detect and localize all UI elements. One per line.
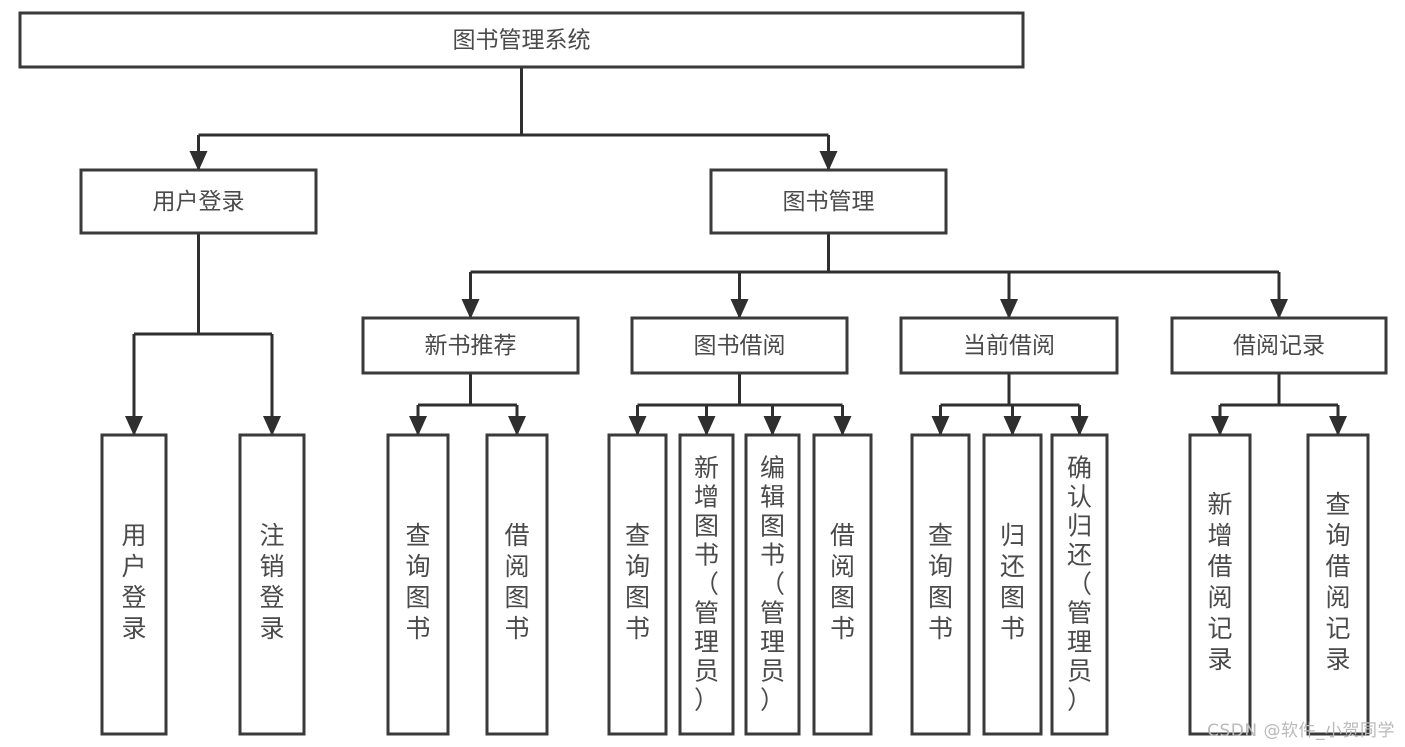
node-box: [361, 316, 580, 375]
node-label: 当前借阅: [963, 333, 1055, 359]
arrow-head-icon: [1003, 416, 1022, 436]
arrow-head-icon: [508, 416, 526, 436]
node-layer: 图书管理系统用户登录图书管理新书推荐图书借阅当前借阅借阅记录用户登录注销登录查询…: [18, 11, 1388, 736]
arrow-head-icon: [833, 416, 852, 436]
node-leaf-归还图书[interactable]: 归还图书: [982, 433, 1043, 736]
node-label: 注销登录: [259, 521, 284, 643]
node-box: [1306, 433, 1370, 736]
node-level2-图书借阅[interactable]: 图书借阅: [630, 316, 849, 375]
node-leaf-查询图书[interactable]: 查询图书: [910, 433, 971, 736]
node-label: 用户登录: [153, 189, 245, 215]
node-box: [1050, 433, 1109, 736]
node-leaf-新增借阅记录[interactable]: 新增借阅记录: [1188, 433, 1252, 736]
arrow-head-icon: [1211, 416, 1229, 436]
arrow-head-icon: [1070, 416, 1089, 436]
node-label: 查询借阅记录: [1325, 490, 1350, 674]
node-box: [709, 168, 948, 235]
node-label: 图书管理系统: [453, 28, 591, 54]
arrow-head-icon: [763, 416, 782, 436]
node-level2-借阅记录[interactable]: 借阅记录: [1170, 316, 1388, 375]
node-leaf-注销登录[interactable]: 注销登录: [238, 433, 306, 736]
node-box: [238, 433, 306, 736]
node-leaf-查询借阅记录[interactable]: 查询借阅记录: [1306, 433, 1370, 736]
node-label: 图书管理: [783, 189, 875, 215]
node-label: 新书推荐: [425, 333, 517, 359]
node-box: [744, 433, 801, 736]
connector-group-user-login: [125, 233, 281, 436]
node-leaf-确认归还管理员[interactable]: 确认归还（管理员）: [1050, 433, 1109, 736]
node-leaf-新增图书管理员[interactable]: 新增图书（管理员）: [678, 433, 735, 736]
node-label: 用户登录: [121, 521, 146, 643]
node-label: 借阅图书: [830, 521, 855, 643]
arrow-head-icon: [461, 299, 480, 319]
node-label: 借阅记录: [1233, 333, 1325, 359]
node-box: [485, 433, 549, 736]
node-box: [100, 433, 168, 736]
node-leaf-借阅图书[interactable]: 借阅图书: [485, 433, 549, 736]
arrow-head-icon: [125, 416, 143, 436]
node-label: 图书借阅: [694, 333, 786, 359]
node-leaf-借阅图书[interactable]: 借阅图书: [812, 433, 873, 736]
arrow-head-icon: [697, 416, 716, 436]
node-box: [899, 316, 1119, 375]
connector-group-当前借阅: [931, 373, 1089, 436]
node-box: [812, 433, 873, 736]
node-box: [79, 168, 318, 235]
node-box: [678, 433, 735, 736]
node-label: 确认归还（管理员）: [1067, 454, 1092, 715]
arrow-head-icon: [1270, 299, 1288, 319]
node-label: 归还图书: [1000, 521, 1025, 643]
node-label: 查询图书: [625, 521, 650, 643]
node-box: [630, 316, 849, 375]
connector-group-借阅记录: [1211, 373, 1347, 436]
arrow-head-icon: [189, 151, 208, 171]
node-leaf-查询图书[interactable]: 查询图书: [386, 433, 450, 736]
connector-layer: [125, 67, 1347, 436]
connector-group-新书推荐: [409, 373, 526, 436]
connector-group-root: [189, 67, 838, 171]
arrow-head-icon: [1000, 299, 1018, 319]
node-label: 查询图书: [928, 521, 953, 643]
node-level2-新书推荐[interactable]: 新书推荐: [361, 316, 580, 375]
arrow-head-icon: [819, 151, 838, 171]
node-leaf-用户登录[interactable]: 用户登录: [100, 433, 168, 736]
node-box: [386, 433, 450, 736]
csdn-watermark: CSDN @软件_小贺同学: [1207, 721, 1395, 741]
node-box: [18, 11, 1025, 69]
node-level1-图书管理[interactable]: 图书管理: [709, 168, 948, 235]
node-leaf-查询图书[interactable]: 查询图书: [607, 433, 668, 736]
node-box: [982, 433, 1043, 736]
arrow-head-icon: [409, 416, 427, 436]
connector-group-book-management: [461, 233, 1288, 319]
arrow-head-icon: [931, 416, 950, 436]
arrow-head-icon: [628, 416, 647, 436]
node-box: [1188, 433, 1252, 736]
node-leaf-编辑图书管理员[interactable]: 编辑图书（管理员）: [744, 433, 801, 736]
node-label: 新增借阅记录: [1207, 490, 1232, 674]
arrow-head-icon: [263, 416, 281, 436]
node-root-图书管理系统[interactable]: 图书管理系统: [18, 11, 1025, 69]
node-label: 借阅图书: [504, 521, 529, 643]
node-box: [910, 433, 971, 736]
node-level2-当前借阅[interactable]: 当前借阅: [899, 316, 1119, 375]
arrow-head-icon: [1329, 416, 1347, 436]
node-level1-用户登录[interactable]: 用户登录: [79, 168, 318, 235]
connector-group-图书借阅: [628, 373, 852, 436]
node-box: [1170, 316, 1388, 375]
node-box: [607, 433, 668, 736]
arrow-head-icon: [730, 299, 749, 319]
node-label: 查询图书: [405, 521, 430, 643]
node-label: 编辑图书（管理员）: [760, 454, 785, 715]
node-label: 新增图书（管理员）: [694, 454, 719, 715]
